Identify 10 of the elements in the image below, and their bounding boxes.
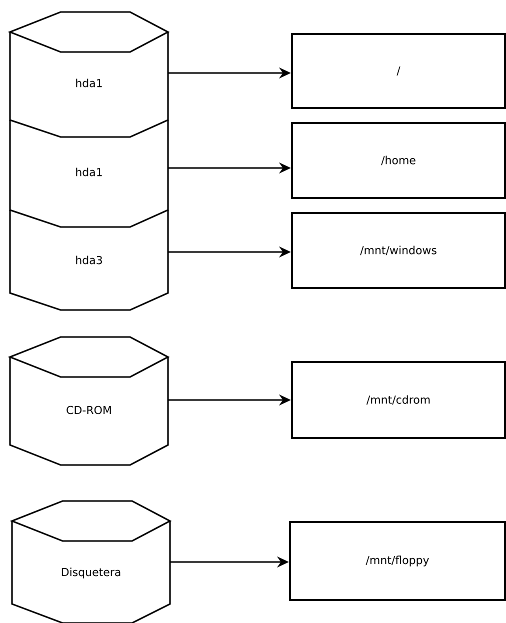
mount-point-box: /mnt/windows <box>291 212 506 289</box>
node-label: Disquetera <box>62 568 120 578</box>
mount-point-box: /mnt/cdrom <box>291 361 506 439</box>
disk-cylinder: hda1 <box>9 120 169 228</box>
mount-point-box: / <box>291 33 506 109</box>
mount-point-box: /mnt/floppy <box>289 521 506 601</box>
mount-point-box: /home <box>291 122 506 199</box>
node-label: CD-ROM <box>66 406 111 414</box>
disk-cylinder: hda3 <box>9 210 169 311</box>
node-label: hda1 <box>76 78 102 88</box>
